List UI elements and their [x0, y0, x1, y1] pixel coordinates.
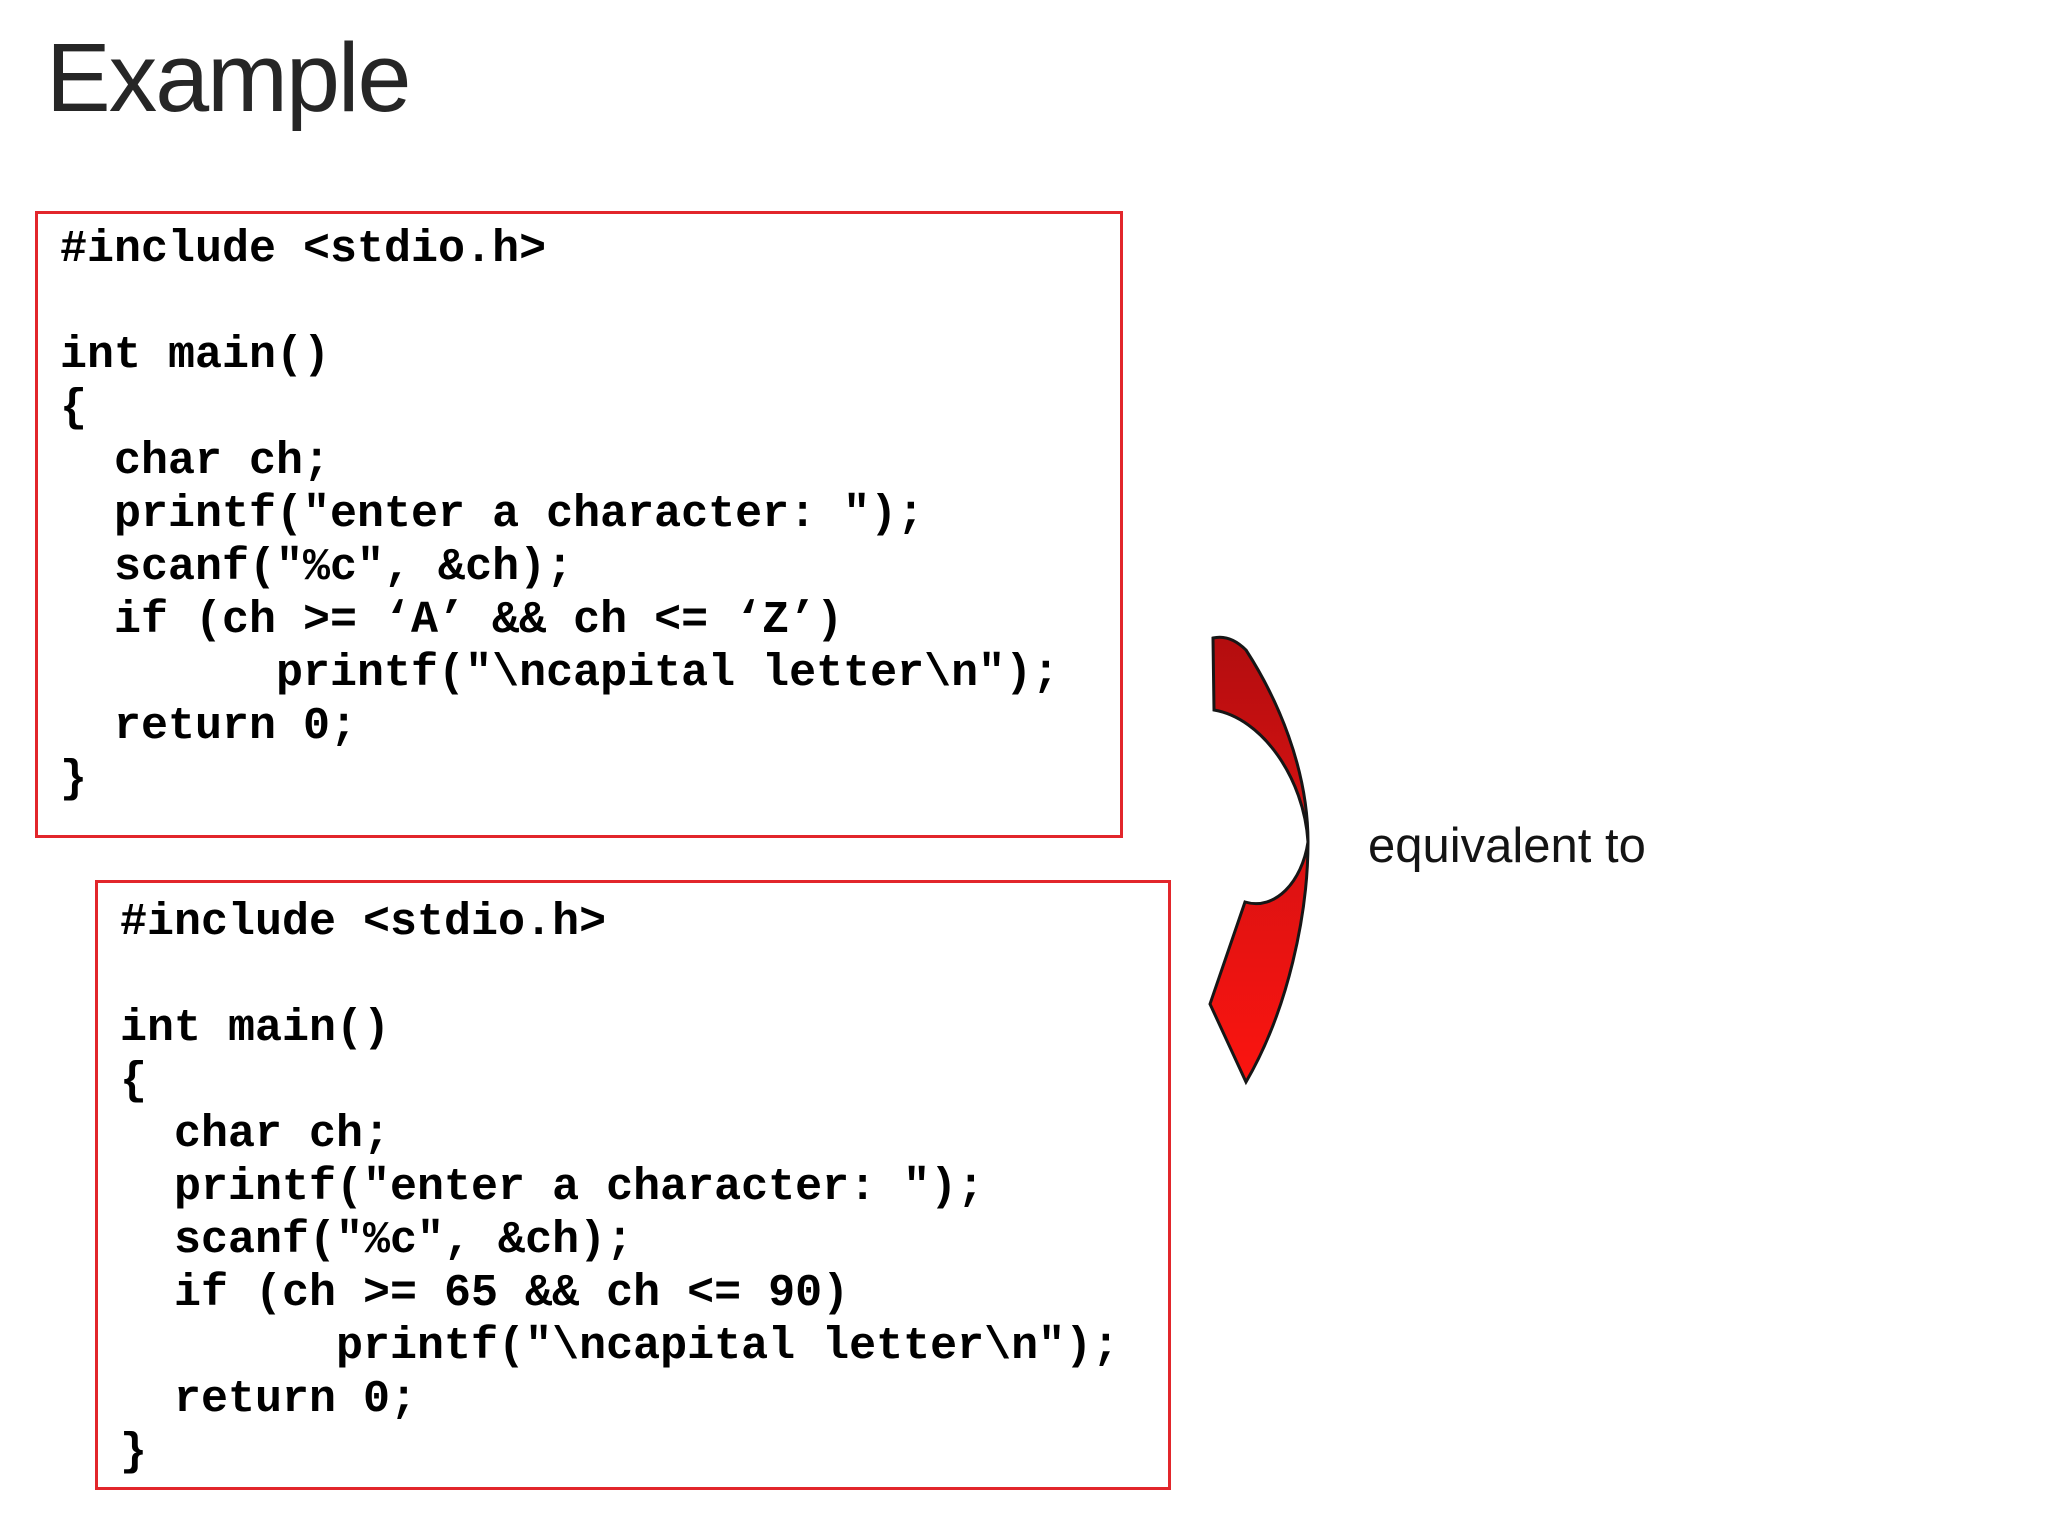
code-line: char ch; — [120, 1109, 391, 1160]
code-line: } — [60, 754, 88, 805]
code-line: int main() — [120, 1003, 391, 1054]
code-box-char-version: #include <stdio.h> int main(){ char ch; p… — [35, 211, 1123, 838]
code-line: printf("\ncapital letter\n"); — [60, 648, 1060, 699]
code-line: { — [120, 1056, 148, 1107]
curved-down-left-arrow-icon — [1208, 635, 1310, 1086]
equivalence-label: equivalent to — [1368, 819, 1646, 873]
code-line: printf("enter a character: "); — [120, 1162, 985, 1213]
code-line: } — [120, 1427, 148, 1478]
code-line — [60, 276, 1120, 329]
code-line: return 0; — [60, 701, 358, 752]
code-line: { — [60, 383, 88, 434]
code-line: if (ch >= 65 && ch <= 90) — [120, 1268, 850, 1319]
code-line: scanf("%c", &ch); — [120, 1215, 634, 1266]
code-box-ascii-version: #include <stdio.h> int main(){ char ch; p… — [95, 880, 1171, 1490]
code-line: #include <stdio.h> — [120, 897, 607, 948]
code-line: printf("enter a character: "); — [60, 489, 925, 540]
code-listing-char-version: #include <stdio.h> int main(){ char ch; p… — [60, 223, 1120, 806]
code-line: if (ch >= ‘A’ && ch <= ‘Z’) — [60, 595, 844, 646]
page-title: Example — [46, 23, 411, 132]
code-line: return 0; — [120, 1374, 418, 1425]
code-line: scanf("%c", &ch); — [60, 542, 574, 593]
code-line: #include <stdio.h> — [60, 224, 547, 275]
code-listing-ascii-version: #include <stdio.h> int main(){ char ch; p… — [120, 896, 1168, 1479]
code-line: char ch; — [60, 436, 331, 487]
code-line — [120, 949, 1168, 1002]
code-line: int main() — [60, 330, 331, 381]
code-line: printf("\ncapital letter\n"); — [120, 1321, 1120, 1372]
